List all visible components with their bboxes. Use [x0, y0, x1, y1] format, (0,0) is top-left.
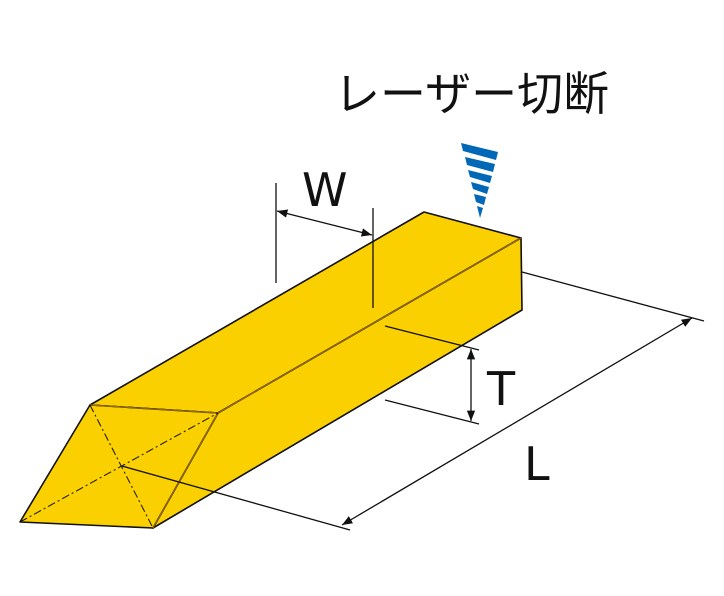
- thickness-label: T: [486, 362, 516, 416]
- rectangular-bar: [19, 211, 523, 529]
- length-dimension: [121, 271, 705, 531]
- width-label: W: [302, 163, 347, 217]
- diagram-title: レーザー切断: [334, 67, 609, 121]
- width-dimension: [275, 183, 374, 308]
- hidden-edges: [19, 404, 219, 529]
- laser-beam-icon: [461, 143, 498, 218]
- length-label: L: [524, 437, 550, 491]
